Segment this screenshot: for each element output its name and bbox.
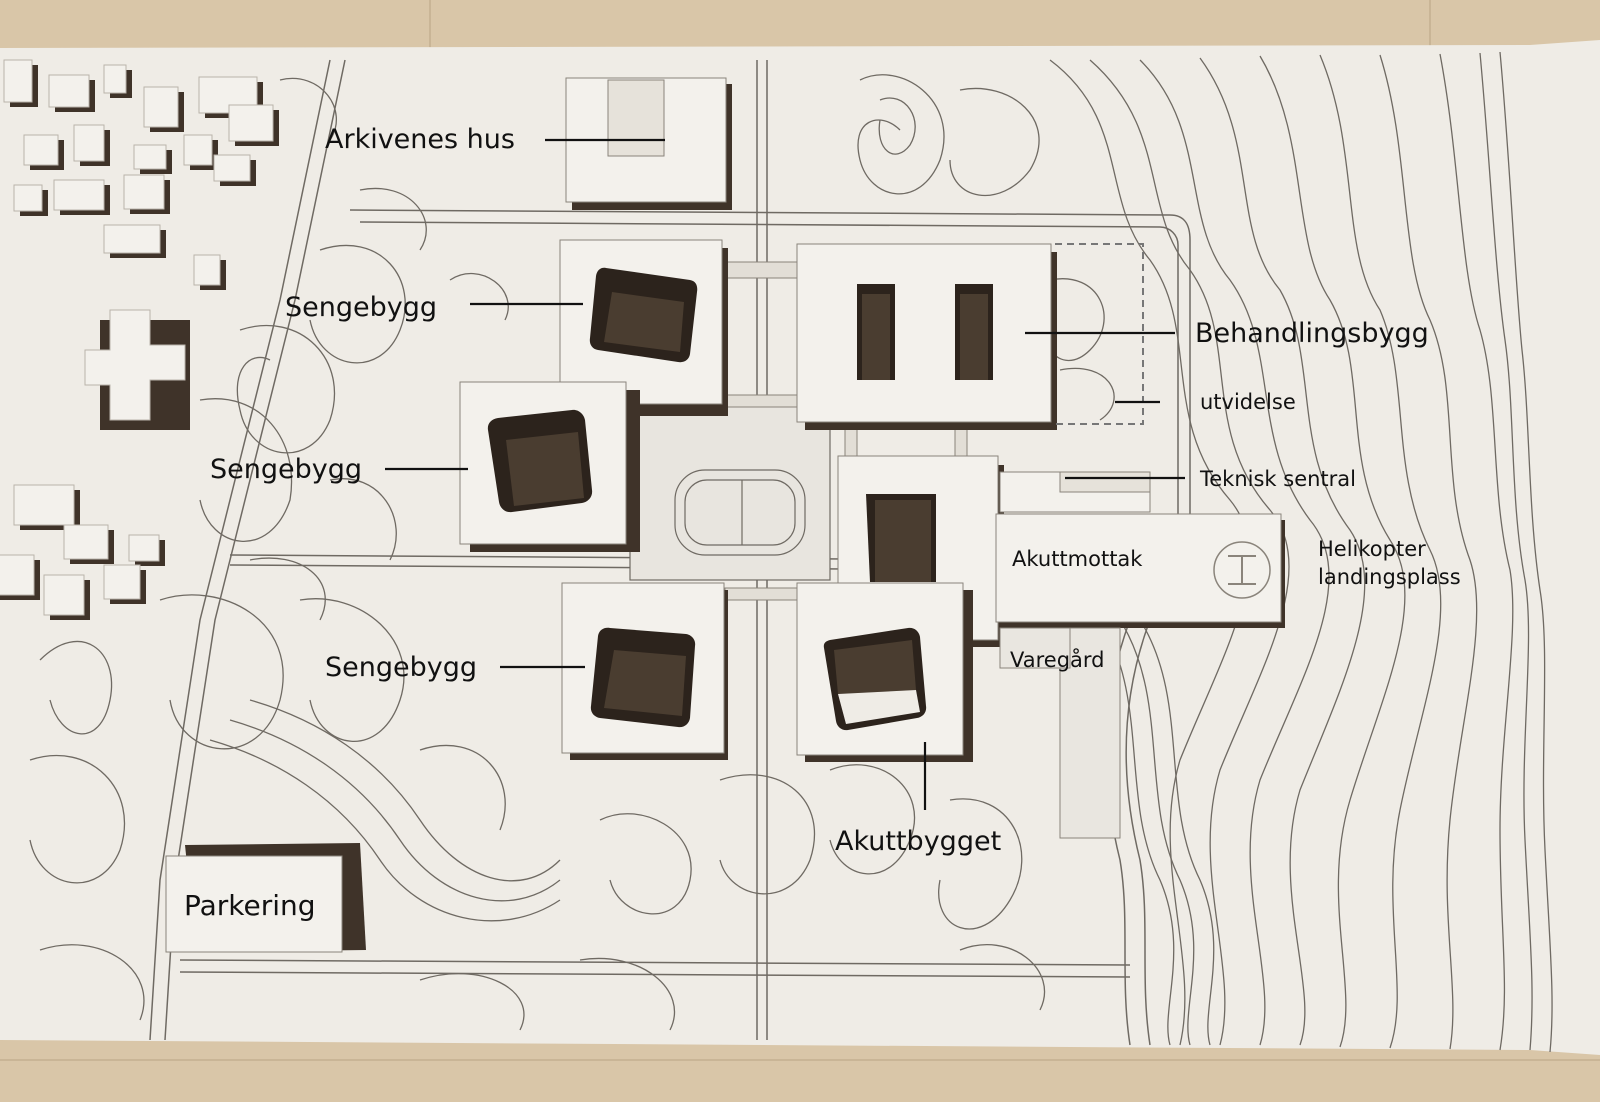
label-arkivenes-hus: Arkivenes hus <box>325 124 515 155</box>
building-sengebygg-1 <box>559 239 728 416</box>
label-sengebygg-1: Sengebygg <box>285 292 438 323</box>
residential-blocks <box>0 59 279 620</box>
building-arkivenes-hus <box>565 77 732 210</box>
label-helikopter-line2: landingsplass <box>1318 565 1461 590</box>
label-teknisk-sentral: Teknisk sentral <box>1200 467 1357 491</box>
label-sengebygg-3: Sengebygg <box>325 652 478 683</box>
central-plaza <box>629 399 831 581</box>
building-akuttbygget <box>796 582 973 762</box>
contour-lines <box>29 51 1553 1053</box>
label-helikopter-landingsplass: Helikopter landingsplass <box>1318 535 1461 592</box>
label-helikopter-line1: Helikopter <box>1318 537 1426 561</box>
helipad-h-icon <box>1228 555 1256 585</box>
label-akuttmottak: Akuttmottak <box>1012 547 1143 571</box>
building-sengebygg-2 <box>459 381 640 552</box>
helipad-circle <box>1213 541 1271 599</box>
label-behandlingsbygg: Behandlingsbygg <box>1195 318 1429 349</box>
building-behandlingsbygg <box>796 243 1144 430</box>
building-sengebygg-3 <box>561 582 728 760</box>
label-sengebygg-2: Sengebygg <box>210 454 363 485</box>
building-parkering <box>165 843 366 953</box>
label-utvidelse: utvidelse <box>1200 390 1296 414</box>
label-parkering: Parkering <box>184 889 316 922</box>
label-varegard: Varegård <box>1010 648 1105 672</box>
label-leader-lines <box>385 138 1185 810</box>
label-akuttbygget: Akuttbygget <box>835 826 1002 857</box>
